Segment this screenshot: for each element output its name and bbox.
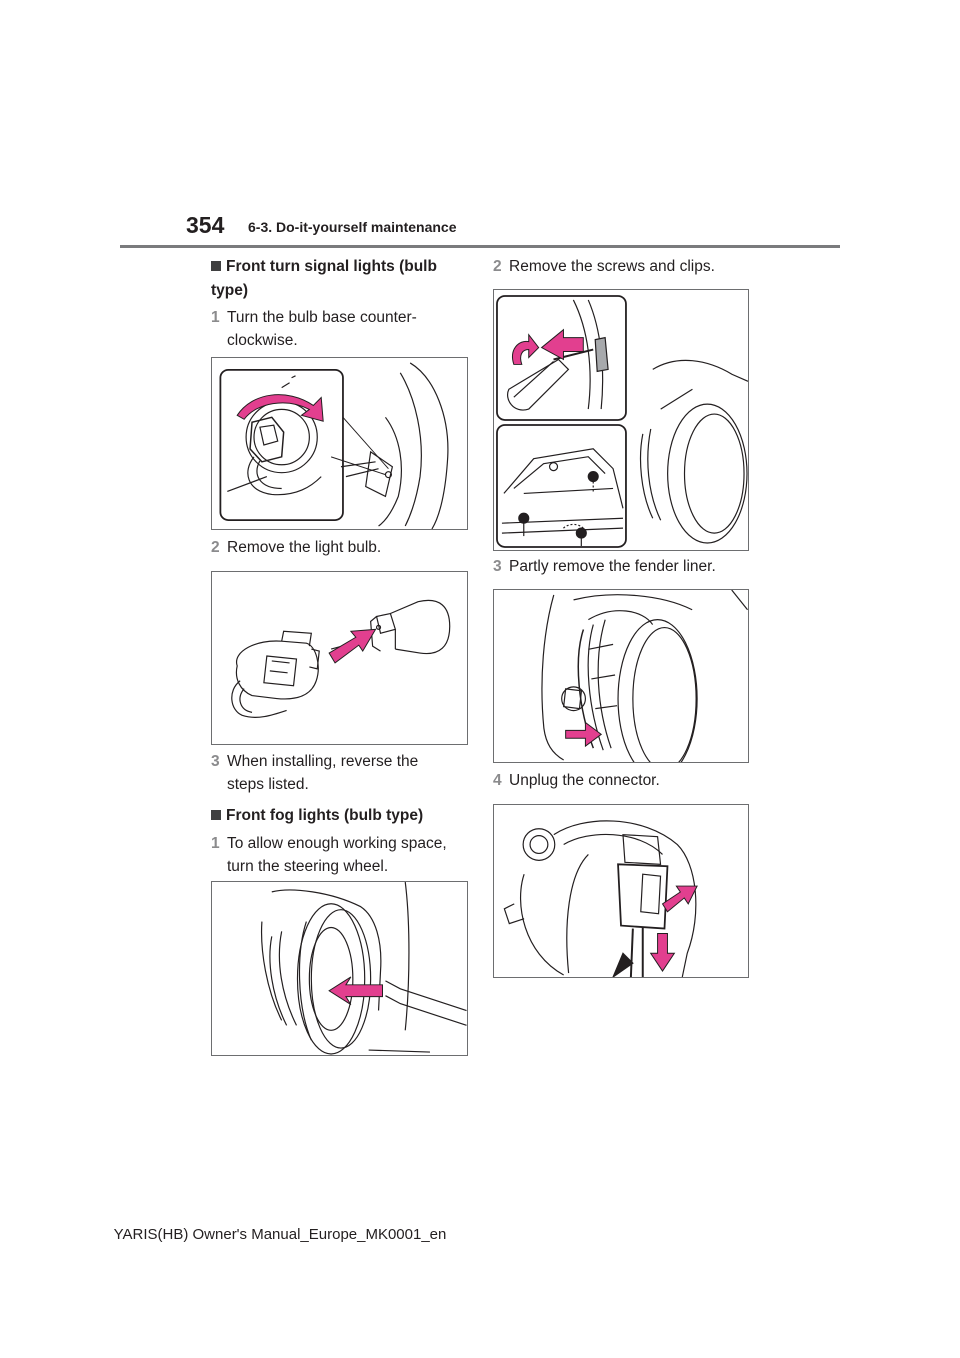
step-number: 2 — [493, 258, 502, 275]
section-title: 6-3. Do-it-yourself maintenance — [248, 219, 457, 235]
step-text: Unplug the connector. — [509, 772, 660, 789]
figure-remove-bulb — [211, 571, 468, 745]
step-number: 3 — [493, 558, 502, 575]
square-bullet-icon — [211, 261, 221, 271]
heading-line: Front turn signal lights (bulb — [226, 258, 437, 275]
step-item: 1 To allow enough working space, turn the… — [211, 832, 447, 878]
step-item: 1 Turn the bulb base counter- clockwise. — [211, 306, 417, 352]
step-item: 3 Partly remove the fender liner. — [493, 555, 716, 578]
pull-arrow-icon — [661, 885, 698, 913]
step-text: clockwise. — [227, 332, 298, 349]
step-item: 3 When installing, reverse the steps list… — [211, 750, 418, 796]
footer-text: YARIS(HB) Owner's Manual_Europe_MK0001_e… — [113, 1226, 447, 1243]
page-number: 354 — [186, 212, 225, 238]
push-arrow-icon — [328, 628, 377, 664]
step-text: turn the steering wheel. — [227, 858, 389, 875]
figure-fender-liner — [493, 589, 749, 763]
figure-bulb-base — [211, 357, 468, 530]
step-number: 3 — [211, 753, 220, 770]
turn-arrow-icon — [328, 976, 383, 1005]
step-number: 4 — [493, 772, 502, 789]
rotate-arrow-icon — [512, 333, 540, 365]
heading-fog-lights: Front fog lights (bulb type) — [211, 804, 423, 828]
square-bullet-icon — [211, 810, 221, 820]
step-text: Remove the light bulb. — [227, 539, 382, 556]
figure-screws-clips — [493, 289, 749, 551]
step-number: 1 — [211, 835, 220, 852]
figure-unplug-connector — [493, 804, 749, 978]
step-text: When installing, reverse the — [227, 753, 419, 770]
step-text: Remove the screws and clips. — [509, 258, 715, 275]
heading-turn-signal: Front turn signal lights (bulb type) — [211, 255, 437, 303]
pull-arrow-icon — [565, 721, 603, 748]
figure-turn-wheel — [211, 881, 468, 1056]
step-item: 2 Remove the light bulb. — [211, 536, 381, 559]
step-text: steps listed. — [227, 776, 309, 793]
step-number: 2 — [211, 539, 220, 556]
header-rule — [120, 245, 840, 248]
heading-line: Front fog lights (bulb type) — [226, 807, 424, 824]
step-item: 2 Remove the screws and clips. — [493, 255, 715, 278]
step-number: 1 — [211, 309, 220, 326]
down-arrow-icon — [649, 933, 676, 972]
rotate-arrow-icon — [236, 394, 324, 422]
step-text: Partly remove the fender liner. — [509, 558, 716, 575]
footer: YARIS(HB) Owner's Manual_Europe_MK0001_e… — [0, 1226, 960, 1243]
step-text: To allow enough working space, — [227, 835, 447, 852]
step-text: Turn the bulb base counter- — [227, 309, 417, 326]
heading-line: type) — [211, 282, 249, 299]
pull-arrow-icon — [540, 328, 584, 361]
step-item: 4 Unplug the connector. — [493, 769, 660, 792]
